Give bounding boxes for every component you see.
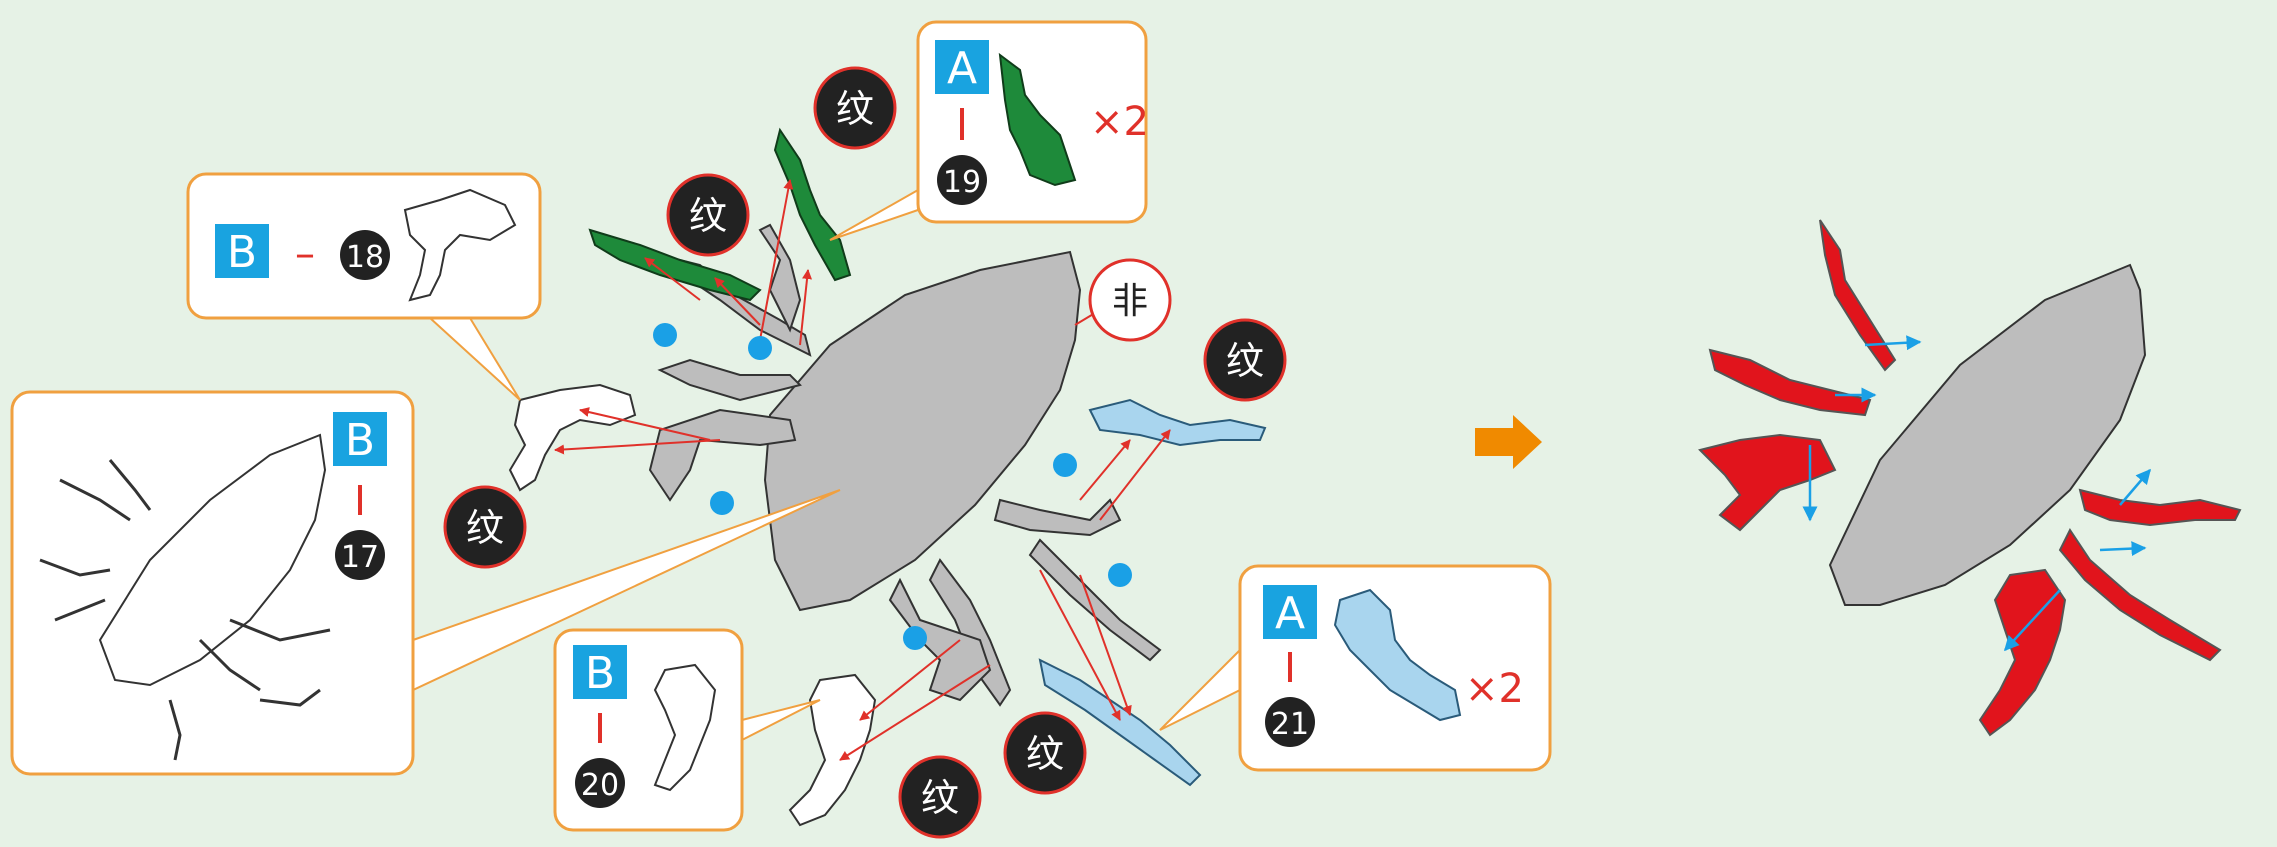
svg-text:纹: 纹 [466,506,504,550]
callout-b20: B 20 [553,628,821,832]
next-step-arrow-icon [1475,415,1542,469]
texture-badge: 纹 [813,66,897,150]
sheet-badge: B [585,648,615,699]
svg-text:非: 非 [1112,281,1148,322]
texture-badge: 纹 [898,755,982,839]
blue-dot-icon [748,336,772,360]
blue-dot-icon [903,626,927,650]
part-number: 21 [1271,707,1309,742]
callout-b17: B 17 [10,390,841,776]
part-number: 18 [346,240,384,275]
callout-b18: B – 18 [186,172,542,401]
svg-text:纹: 纹 [689,194,727,238]
texture-badge: 纹 [1003,711,1087,795]
part-number: 17 [341,540,379,575]
white-legs [508,383,877,827]
quantity-label: ×2 [1090,99,1149,145]
texture-badge: 纹 [666,173,750,257]
part-number: 20 [581,768,619,803]
sheet-badge: B [345,415,375,466]
blue-dot-icon [653,323,677,347]
attach-arrows [554,179,1171,761]
insert-direction-arrow-icon [1802,335,2151,652]
body-shell-left [763,250,1082,612]
svg-text:纹: 纹 [1026,732,1064,776]
blue-dot-icon [1053,453,1077,477]
callout-a21: A 21 ×2 [1159,564,1552,772]
svg-text:纹: 纹 [921,776,959,820]
quantity-label: ×2 [1465,666,1524,712]
sheet-badge: A [947,43,977,94]
texture-badge: 纹 [443,485,527,569]
svg-text:–: – [295,231,315,277]
blue-dot-icon [710,491,734,515]
sheet-badge: A [1275,588,1305,639]
non-texture-badge: 非 [1074,258,1172,342]
light-blue-legs [1038,398,1267,787]
blue-dot-icon [1108,563,1132,587]
callout-a19: A 19 ×2 [829,20,1149,241]
assembled-result [1698,219,2242,737]
assembled-legs [1698,219,2242,737]
sheet-badge: B [227,227,257,278]
gray-legs [648,223,1162,707]
svg-text:纹: 纹 [836,87,874,131]
svg-text:纹: 纹 [1226,339,1264,383]
texture-badge: 纹 [1203,318,1287,402]
texture-badges: 纹 纹 纹 纹 纹 纹 [443,66,1287,839]
blue-dot-icons [653,323,1132,650]
part-number: 19 [943,165,981,200]
